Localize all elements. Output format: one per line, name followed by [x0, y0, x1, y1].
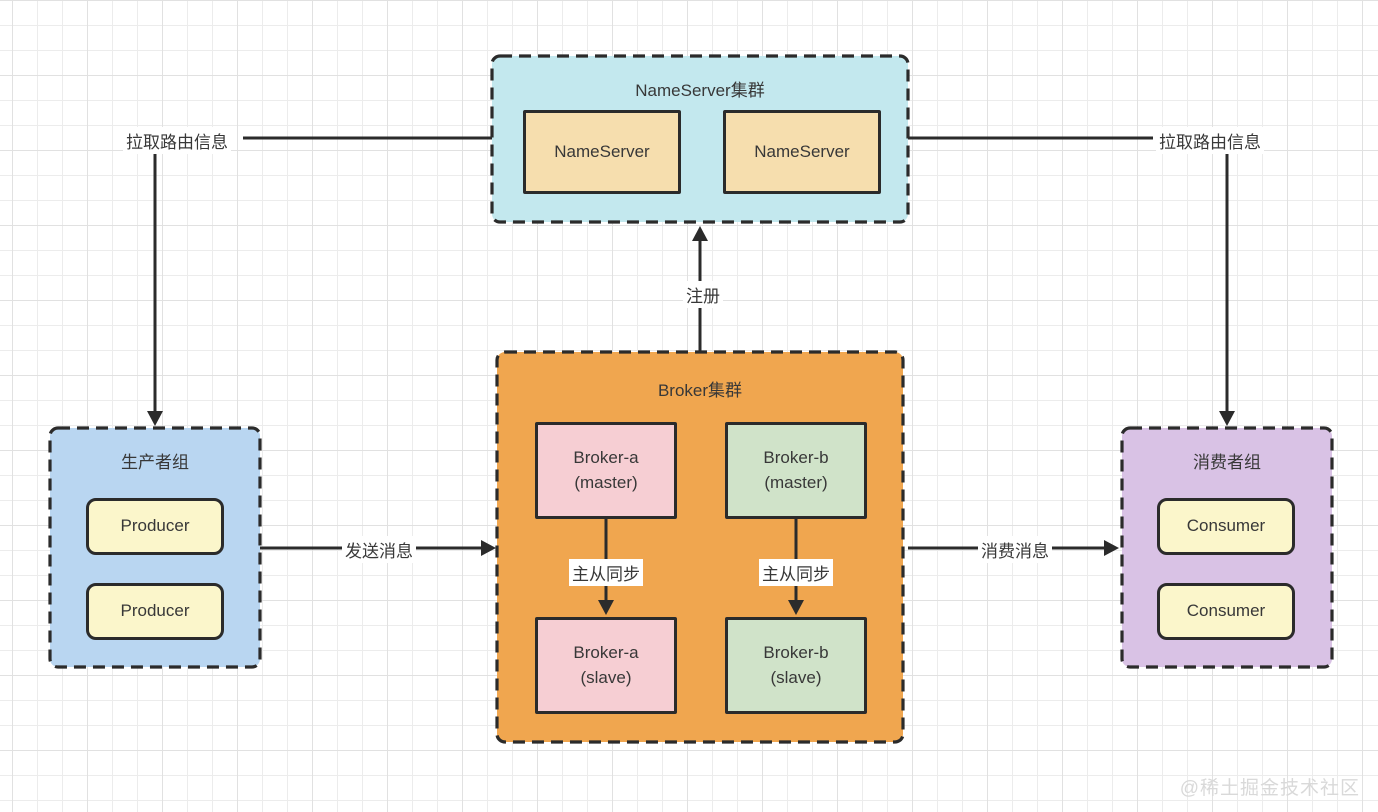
- broker-node-role: (master): [764, 472, 828, 492]
- nameserver-cluster-group: NameServer集群 NameServer NameServer: [492, 56, 908, 222]
- nameserver-cluster-title: NameServer集群: [635, 81, 765, 100]
- broker-cluster-title: Broker集群: [657, 381, 743, 400]
- arrowhead-right-broker: [481, 540, 496, 556]
- arrowhead-up-nameserver: [692, 226, 708, 241]
- nameserver-node: NameServer: [723, 110, 881, 194]
- consumer-group: 消费者组 Consumer Consumer: [1122, 428, 1332, 667]
- producer-group: 生产者组 Producer Producer: [50, 428, 260, 667]
- label-send-message: 发送消息: [342, 536, 416, 563]
- label-consume-message: 消费消息: [978, 536, 1052, 563]
- producer-node: Producer: [86, 498, 224, 555]
- broker-b-slave-node: Broker-b (slave): [725, 617, 867, 714]
- arrowhead-down-consumer: [1219, 411, 1235, 426]
- broker-node-role: (slave): [580, 667, 632, 687]
- broker-node-role: (master): [574, 472, 638, 492]
- label-pull-route-right: 拉取路由信息: [1156, 127, 1264, 154]
- arrowhead-down-producer: [147, 411, 163, 426]
- broker-node-name: Broker-a: [573, 642, 639, 662]
- consumer-node: Consumer: [1157, 583, 1295, 640]
- broker-node-name: Broker-b: [763, 447, 829, 467]
- consumer-group-title: 消费者组: [1193, 453, 1261, 472]
- nameserver-node: NameServer: [523, 110, 681, 194]
- producer-group-title: 生产者组: [121, 453, 189, 472]
- label-sync-right: 主从同步: [759, 559, 833, 586]
- label-sync-left: 主从同步: [569, 559, 643, 586]
- label-pull-route-left: 拉取路由信息: [123, 127, 231, 154]
- broker-cluster-group: Broker集群 Broker-a (master) Broker-b (mas…: [497, 352, 903, 742]
- arrowhead-right-consumer: [1104, 540, 1119, 556]
- producer-node: Producer: [86, 583, 224, 640]
- consumer-node: Consumer: [1157, 498, 1295, 555]
- broker-a-slave-node: Broker-a (slave): [535, 617, 677, 714]
- watermark: @稀土掘金技术社区: [1179, 778, 1360, 799]
- broker-b-master-node: Broker-b (master): [725, 422, 867, 519]
- broker-node-name: Broker-a: [573, 447, 639, 467]
- broker-node-name: Broker-b: [763, 642, 829, 662]
- label-register: 注册: [683, 281, 723, 308]
- broker-a-master-node: Broker-a (master): [535, 422, 677, 519]
- broker-node-role: (slave): [770, 667, 822, 687]
